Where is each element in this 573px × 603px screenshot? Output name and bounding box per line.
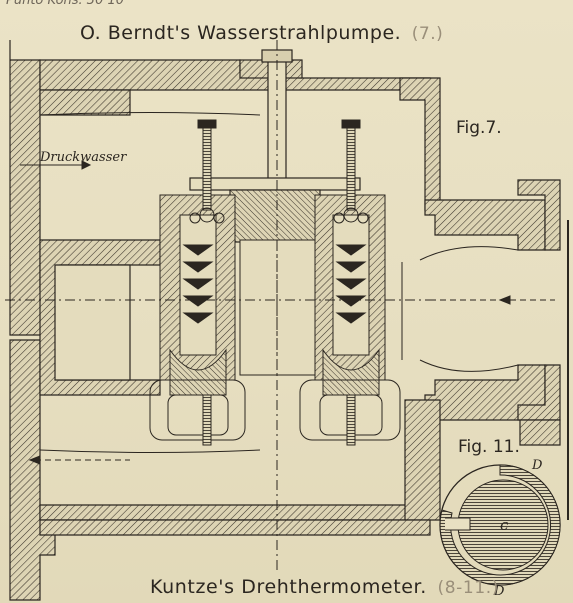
right-flange [424, 199, 546, 251]
slot [445, 517, 471, 531]
right-flange-cap [517, 179, 561, 251]
left-lower-screw [202, 394, 212, 446]
druckwasser-label: Druckwasser [40, 150, 127, 165]
fig11-thermometer [439, 464, 561, 586]
letter-d-bottom: D [494, 584, 505, 599]
right-diffuser [322, 348, 380, 396]
outlet-arrowhead [28, 455, 41, 465]
housing-bottom-right [404, 399, 441, 521]
housing-top-left-band [39, 89, 131, 116]
flow-arrows [5, 40, 555, 570]
housing-bottom-band [39, 504, 411, 521]
crossbar [189, 177, 361, 191]
title-kuntze-number: (8-11.) [437, 578, 499, 598]
title-berndt-text: O. Berndt's Wasserstrahlpumpe. [80, 22, 402, 44]
title-berndt-number: (7.) [411, 24, 444, 44]
inlet-arrowhead [81, 160, 92, 170]
right-injector [299, 119, 401, 446]
housing-top-band [39, 59, 431, 91]
title-kuntze-text: Kuntze's Drehthermometer. [150, 576, 427, 598]
housing-right-down [519, 419, 561, 446]
left-bolt [202, 124, 212, 211]
ring-band [439, 464, 561, 586]
housing-right-wall [399, 77, 441, 211]
right-arrowhead [498, 295, 511, 305]
mid-left-inner [54, 264, 131, 381]
title-berndt: O. Berndt's Wasserstrahlpumpe. (7.) [80, 22, 443, 44]
header-cut-text: Punto Kons. 30 10 [6, 0, 125, 8]
right-nozzle-stack [335, 244, 367, 324]
letter-c: c [500, 516, 509, 534]
left-diffuser [169, 348, 227, 396]
left-injector [149, 119, 246, 446]
pipe-outlines [39, 112, 519, 453]
title-kuntze: Kuntze's Drehthermometer. (8-11.) [150, 576, 499, 598]
right-bolt [346, 124, 356, 211]
crossbar-lower [229, 189, 321, 243]
letter-d-top: D [532, 458, 543, 473]
housing-bottom-lower [39, 519, 431, 536]
left-nozzle-stack [182, 244, 214, 324]
fig11-label: Fig. 11. [458, 437, 520, 457]
fig7-label: Fig.7. [456, 118, 502, 138]
right-lower-screw [346, 394, 356, 446]
